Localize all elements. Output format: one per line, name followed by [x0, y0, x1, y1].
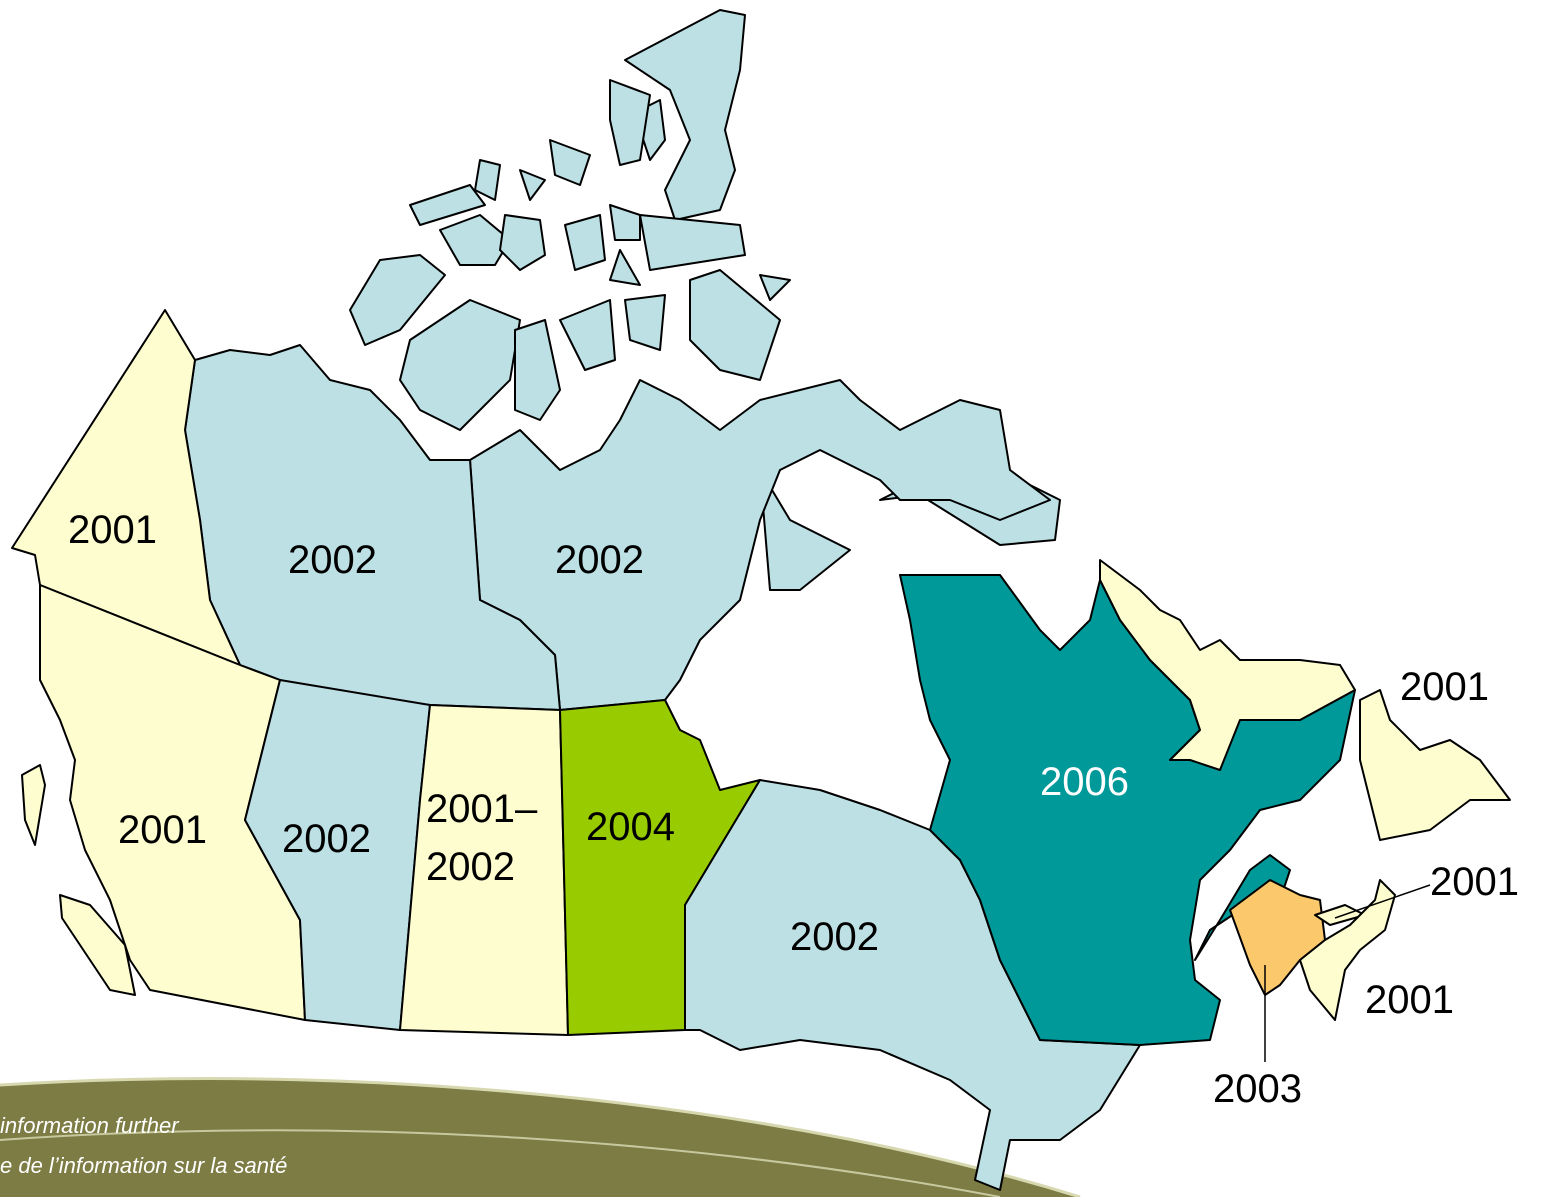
label-yukon: 2001 — [68, 508, 157, 552]
region-ontario — [684, 779, 1141, 1191]
island-newfoundland — [1359, 689, 1511, 841]
label-alberta: 2002 — [282, 817, 371, 861]
label-saskatchewan-line1: 2001– — [426, 787, 538, 831]
leader-line-pei — [1334, 884, 1431, 919]
region-saskatchewan — [399, 704, 569, 1036]
footer-text-french: e de l’information sur la santé — [0, 1153, 287, 1178]
island-haida-gwaii — [21, 764, 46, 846]
label-nunavut: 2002 — [555, 538, 644, 582]
label-prince-edward-island: 2001 — [1430, 860, 1519, 904]
label-manitoba: 2004 — [586, 805, 675, 849]
footer-band-line — [0, 1129, 1001, 1197]
region-nova-scotia — [1299, 879, 1396, 1021]
region-newfoundland-labrador — [1099, 559, 1356, 771]
label-new-brunswick: 2003 — [1213, 1067, 1302, 1111]
footer-band-highlight — [0, 1077, 1081, 1197]
island-vancouver — [59, 894, 136, 996]
region-nunavut — [469, 379, 1051, 711]
footer-text-english: information further — [0, 1113, 180, 1138]
label-british-columbia: 2001 — [118, 808, 207, 852]
label-northwest-territories: 2002 — [288, 538, 377, 582]
region-manitoba — [559, 699, 761, 1036]
label-quebec: 2006 — [1040, 760, 1129, 804]
label-ontario: 2002 — [790, 915, 879, 959]
footer-band — [0, 1078, 1080, 1197]
label-saskatchewan-line2: 2002 — [426, 845, 515, 889]
region-yukon — [11, 309, 241, 666]
label-nova-scotia: 2001 — [1365, 978, 1454, 1022]
label-newfoundland-labrador: 2001 — [1400, 665, 1489, 709]
